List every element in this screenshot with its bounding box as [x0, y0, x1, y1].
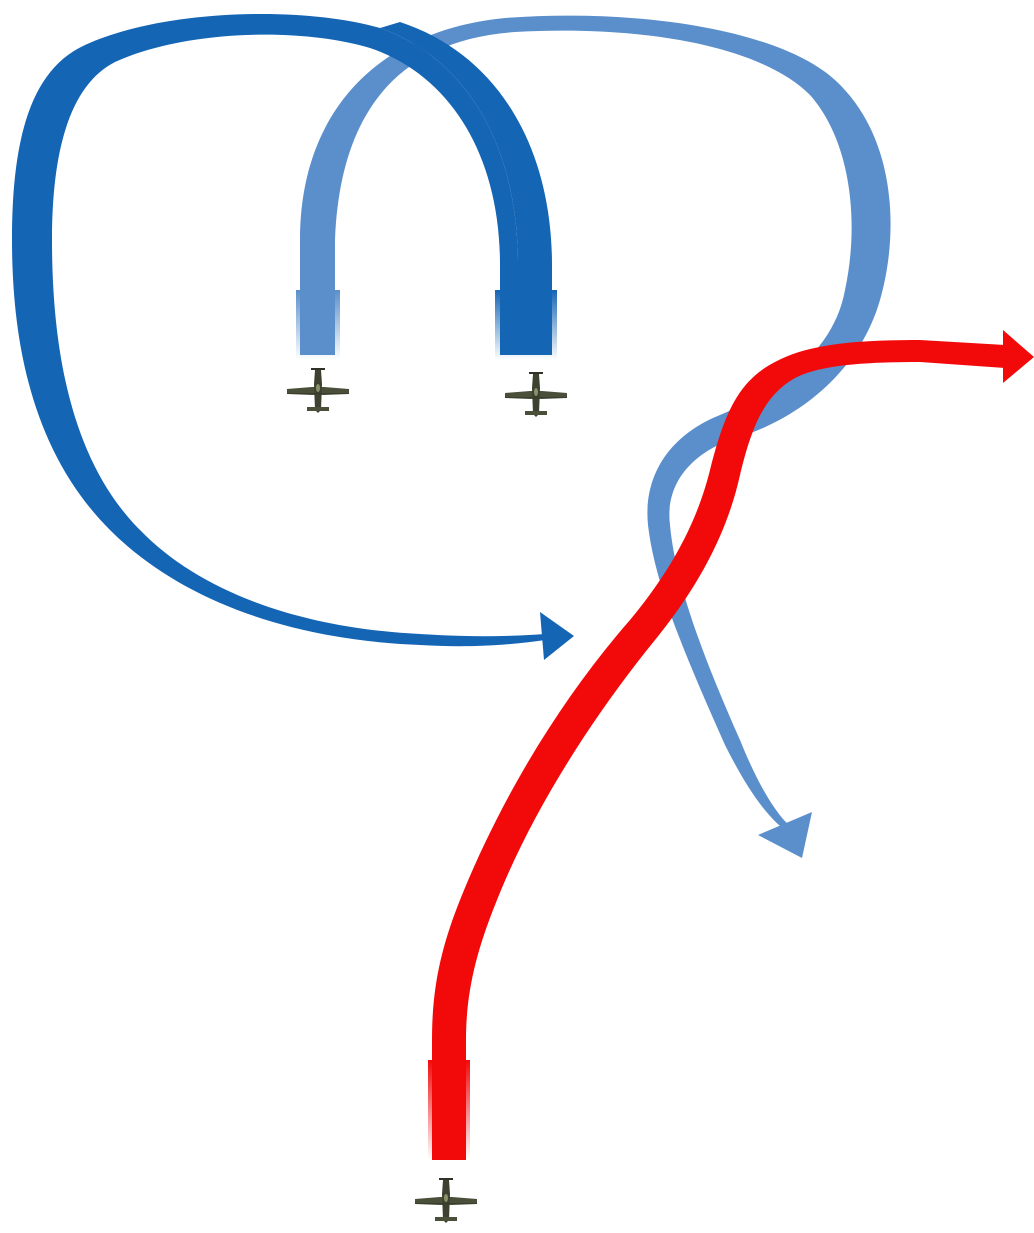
dark-blue-path [12, 14, 574, 660]
light-blue-trail-fade [296, 290, 340, 360]
dark-blue-arrowhead [540, 612, 574, 660]
plane-icon-right-leader [505, 372, 567, 417]
dark-blue-trail [12, 14, 545, 646]
red-trail [432, 340, 1005, 1160]
plane-icon-attacker [415, 1178, 477, 1223]
light-blue-arrowhead [758, 812, 812, 858]
light-blue-path [296, 16, 891, 858]
dark-blue-trail-fade [495, 290, 557, 360]
red-arrowhead [1003, 330, 1034, 383]
plane-icon-left-wingman [287, 368, 349, 413]
red-trail-fade [428, 1060, 470, 1160]
